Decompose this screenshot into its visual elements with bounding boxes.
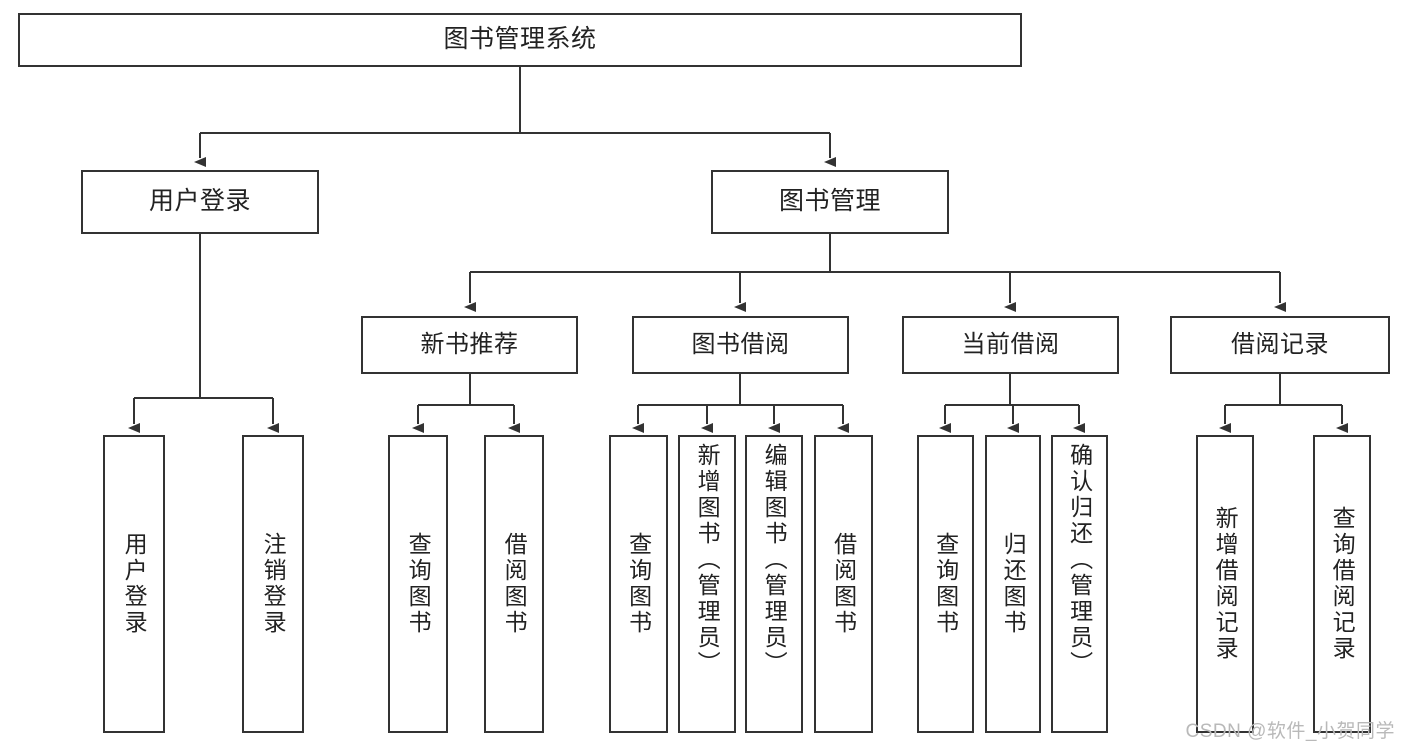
node-new-book-recommend[interactable]: 新书推荐 — [361, 316, 578, 374]
node-leaf-borrow-book-1[interactable]: 借阅图书 — [484, 435, 544, 733]
node-leaf-query-book-1[interactable]: 查询图书 — [388, 435, 448, 733]
node-current-borrow[interactable]: 当前借阅 — [902, 316, 1119, 374]
node-leaf-query-record[interactable]: 查询借阅记录 — [1313, 435, 1371, 733]
node-borrow-record-label: 借阅记录 — [1231, 330, 1329, 358]
node-book-manage[interactable]: 图书管理 — [711, 170, 949, 234]
node-user-login-label: 用户登录 — [148, 187, 251, 216]
node-leaf-query-book-2[interactable]: 查询图书 — [609, 435, 668, 733]
node-leaf-logout-label: 注销登录 — [260, 532, 287, 636]
node-leaf-add-book[interactable]: 新增图书（管理员） — [678, 435, 736, 733]
node-leaf-user-login[interactable]: 用户登录 — [103, 435, 165, 733]
node-leaf-user-login-label: 用户登录 — [121, 532, 148, 636]
node-borrow-record[interactable]: 借阅记录 — [1170, 316, 1390, 374]
watermark-text: CSDN @软件_小贺同学 — [1185, 721, 1395, 742]
node-leaf-return-book-label: 归还图书 — [1000, 532, 1027, 636]
node-leaf-borrow-book-1-label: 借阅图书 — [501, 532, 528, 636]
node-leaf-query-book-3[interactable]: 查询图书 — [917, 435, 974, 733]
node-root[interactable]: 图书管理系统 — [18, 13, 1022, 67]
node-leaf-add-book-label: 新增图书（管理员） — [694, 443, 721, 677]
node-new-book-recommend-label: 新书推荐 — [420, 330, 519, 358]
node-book-borrow-label: 图书借阅 — [691, 330, 790, 358]
node-leaf-add-record[interactable]: 新增借阅记录 — [1196, 435, 1254, 733]
node-leaf-edit-book[interactable]: 编辑图书（管理员） — [745, 435, 803, 733]
node-leaf-logout[interactable]: 注销登录 — [242, 435, 304, 733]
node-book-borrow[interactable]: 图书借阅 — [632, 316, 849, 374]
node-current-borrow-label: 当前借阅 — [961, 330, 1060, 358]
node-leaf-borrow-book-2[interactable]: 借阅图书 — [814, 435, 873, 733]
node-leaf-confirm-return[interactable]: 确认归还（管理员） — [1051, 435, 1108, 733]
node-user-login[interactable]: 用户登录 — [81, 170, 319, 234]
node-leaf-add-record-label: 新增借阅记录 — [1212, 506, 1239, 662]
node-leaf-query-book-3-label: 查询图书 — [932, 532, 959, 636]
node-leaf-edit-book-label: 编辑图书（管理员） — [761, 443, 788, 677]
node-leaf-confirm-return-label: 确认归还（管理员） — [1066, 443, 1093, 677]
node-leaf-query-record-label: 查询借阅记录 — [1329, 506, 1356, 662]
node-leaf-return-book[interactable]: 归还图书 — [985, 435, 1041, 733]
node-root-label: 图书管理系统 — [443, 25, 597, 54]
node-book-manage-label: 图书管理 — [778, 187, 881, 216]
node-leaf-query-book-2-label: 查询图书 — [625, 532, 652, 636]
node-leaf-borrow-book-2-label: 借阅图书 — [830, 532, 857, 636]
node-leaf-query-book-1-label: 查询图书 — [405, 532, 432, 636]
